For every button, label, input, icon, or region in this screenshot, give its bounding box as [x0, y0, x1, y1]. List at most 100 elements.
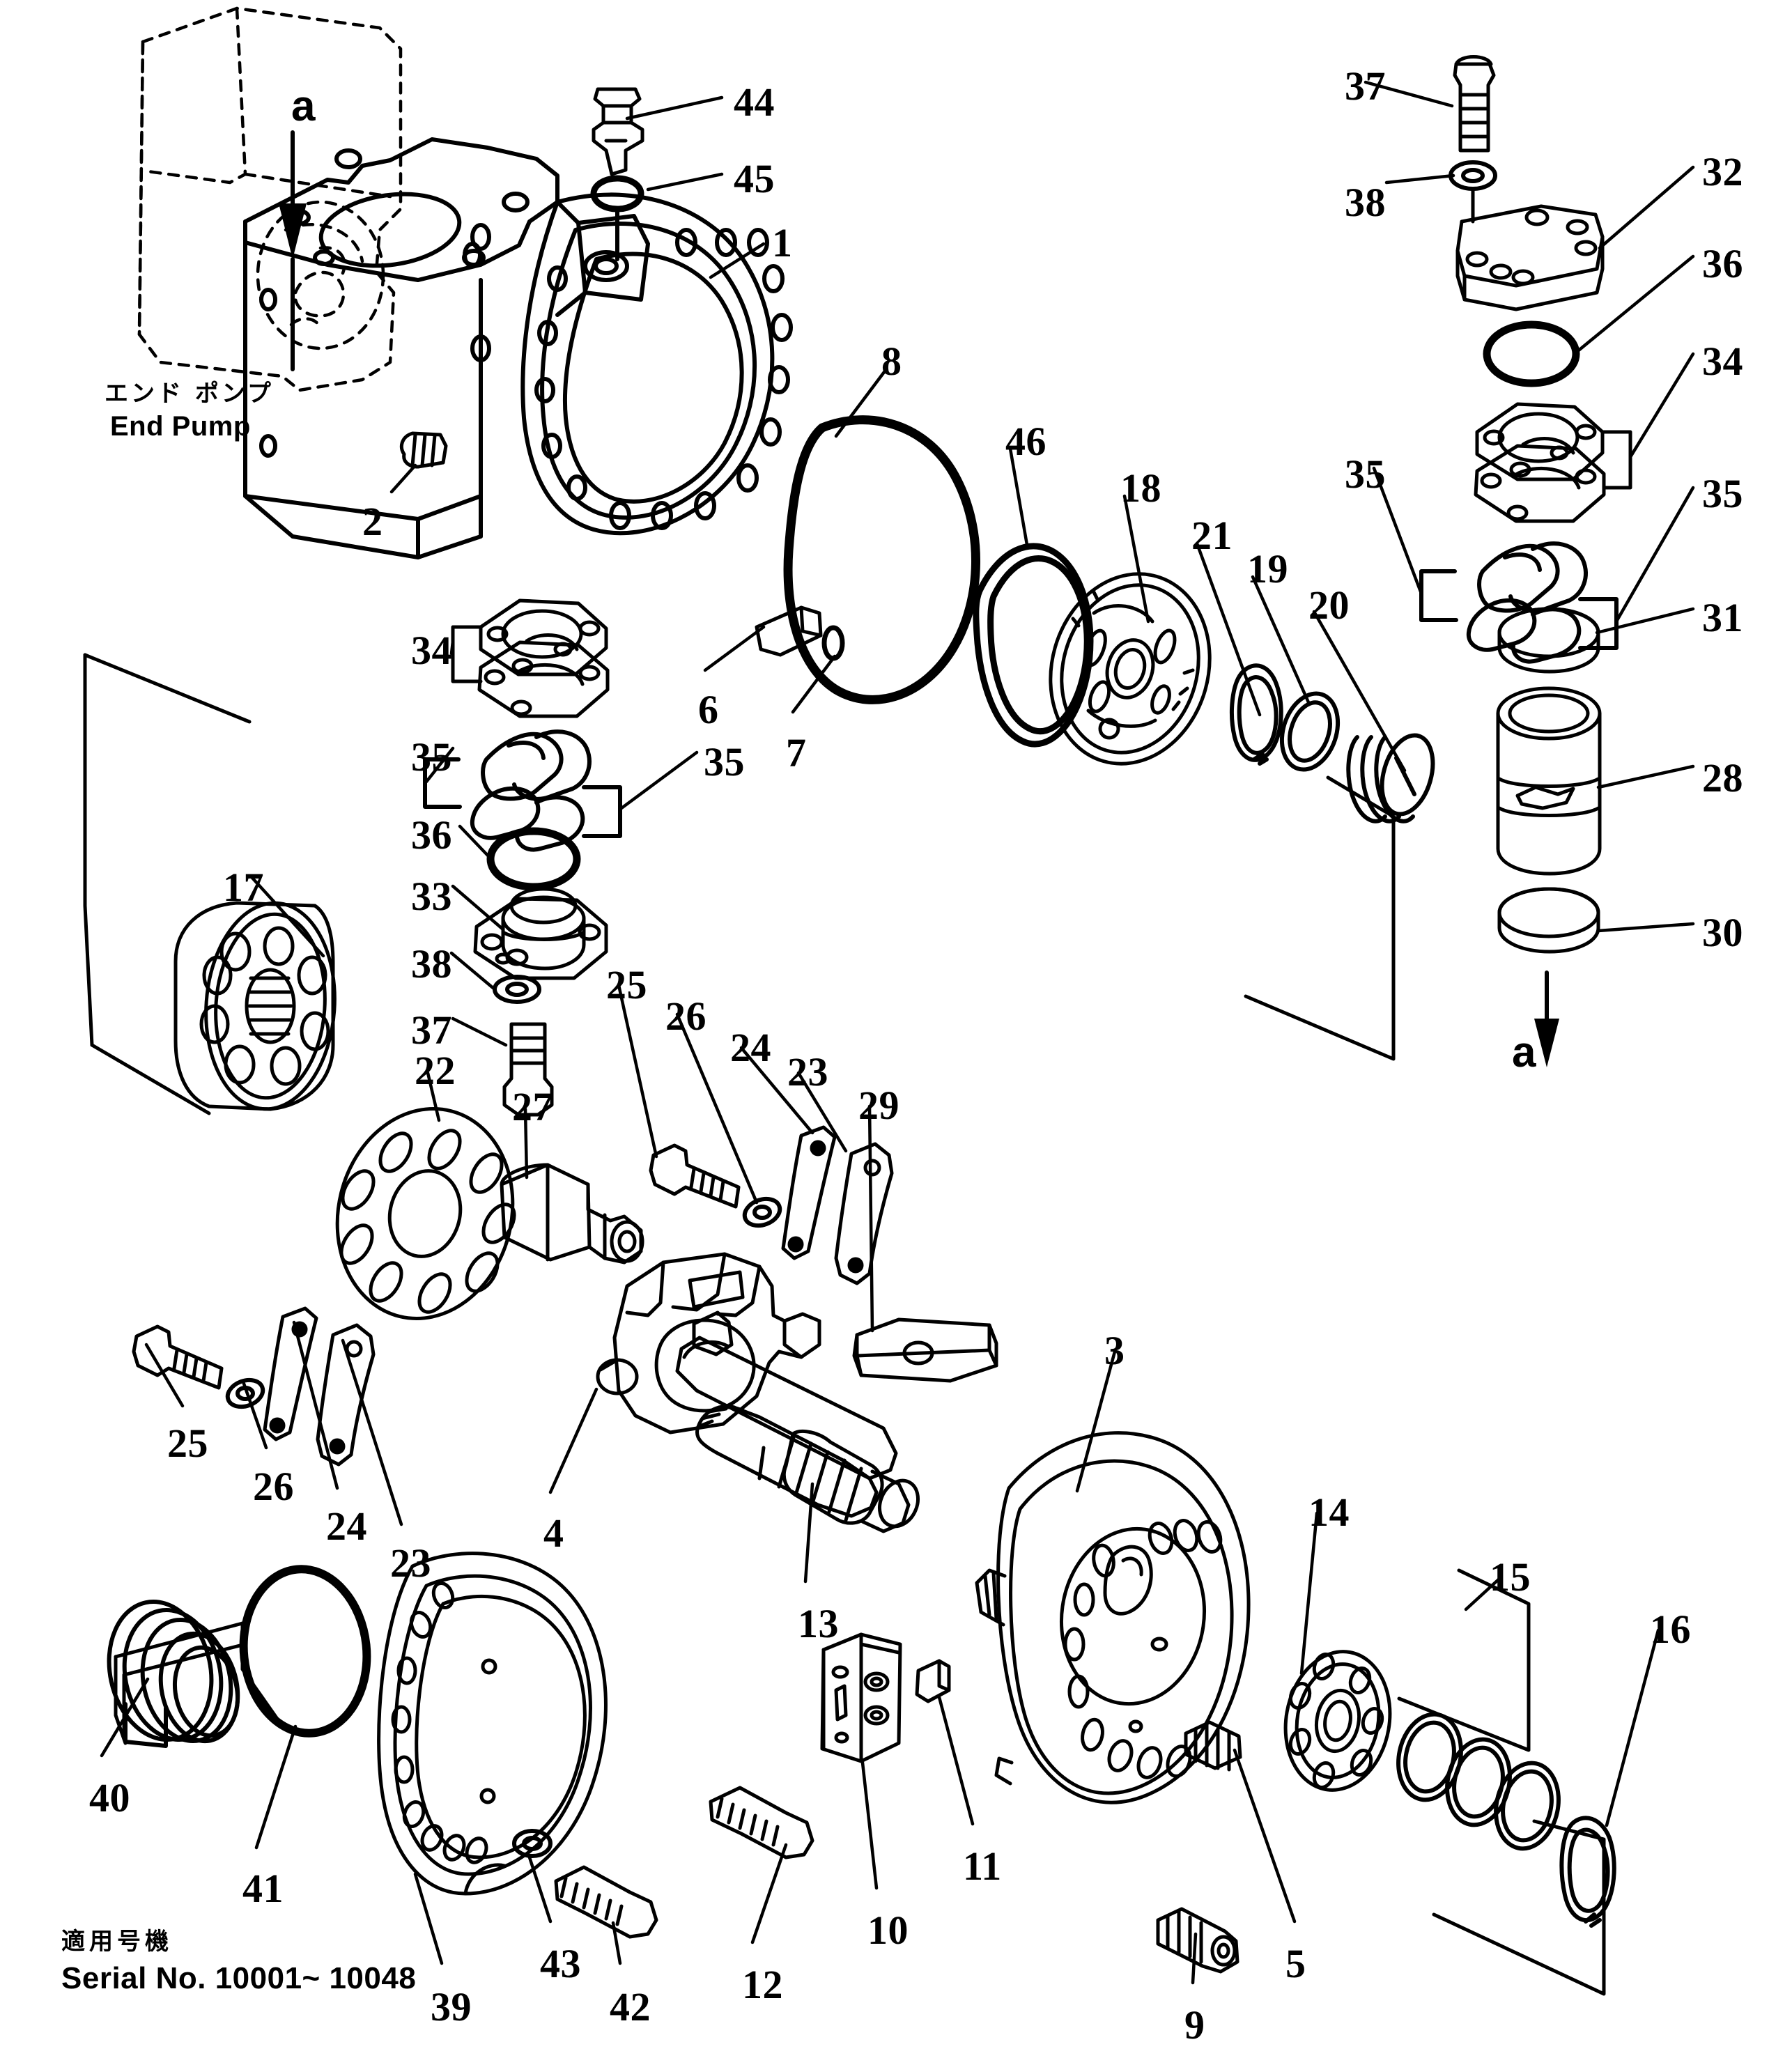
part-number-callout: 46 [1005, 419, 1046, 464]
part-13-drive-shaft [675, 1310, 920, 1533]
part-number-callout: 44 [734, 79, 775, 125]
part-24-shoe-retainer-upper [781, 1125, 837, 1260]
part-42-bolt [554, 1865, 658, 1939]
part-number-callout: 5 [1285, 1941, 1306, 1986]
part-number-callout: 45 [734, 156, 775, 201]
section-a-arrow-top [279, 130, 307, 371]
part-12-bolt [709, 1786, 814, 1859]
leader-lines [100, 80, 1695, 1985]
part-number-callout: 26 [253, 1464, 294, 1509]
part-19-ring [1279, 691, 1341, 772]
part-26-washer-upper [742, 1196, 782, 1228]
part-34-valve-body-left [451, 598, 610, 718]
bracket-20-right [1244, 775, 1396, 1061]
part-8-gasket [783, 415, 980, 704]
part-14-bearing [1283, 1650, 1392, 1792]
part-39-rear-cover [377, 1552, 608, 1896]
part-number-callout: 24 [730, 1025, 771, 1070]
part-3-front-case [975, 1431, 1251, 1804]
part-38-washer-left [493, 975, 541, 1004]
part-number-callout: 17 [223, 865, 264, 910]
end-pump-caption-jp: エンド ポンプ [105, 380, 274, 408]
part-number-callout: 35 [411, 734, 452, 780]
section-marker: a [1512, 1028, 1536, 1076]
part-number-callout: 6 [698, 687, 719, 732]
part-28-piston-sleeve [1496, 686, 1602, 876]
part-number-callout: 13 [798, 1601, 839, 1646]
serial-caption-jp: 適用号機 [61, 1928, 173, 1956]
part-22-shoe-plate [335, 1106, 516, 1321]
part-number-callout: 22 [415, 1048, 456, 1093]
part-number-callout: 12 [742, 1962, 783, 2007]
end-pump-caption-en: End Pump [110, 411, 251, 442]
section-a-arrow-bottom [1534, 970, 1559, 1067]
part-number-callout: 10 [867, 1908, 909, 1953]
part-number-callout: 28 [1702, 755, 1743, 801]
part-number-callout: 38 [411, 941, 452, 987]
part-number-callout: 34 [1702, 339, 1743, 384]
part-number-callout: 35 [1702, 471, 1743, 516]
part-number-callout: 3 [1104, 1328, 1125, 1373]
part-25-bolt-lower [132, 1324, 224, 1390]
section-marker: a [291, 82, 316, 130]
part-23-link-upper [834, 1142, 894, 1285]
part-number-callout: 40 [89, 1775, 130, 1820]
part-7-oring [821, 625, 845, 661]
part-44-plug [592, 87, 644, 176]
part-35-seal-set-upper-right [1419, 541, 1619, 664]
part-5-stud [1184, 1720, 1242, 1772]
part-number-callout: 25 [606, 962, 647, 1007]
part-number-callout: 18 [1120, 465, 1161, 511]
part-number-callout: 41 [242, 1866, 284, 1911]
part-number-callout: 21 [1191, 513, 1233, 558]
part-38-washer-upper-right [1449, 160, 1497, 191]
part-number-callout: 19 [1247, 546, 1288, 591]
part-18-valve-plate [1049, 572, 1212, 766]
part-36-oring-upper-right [1483, 320, 1580, 387]
part-number-callout: 25 [167, 1421, 208, 1466]
part-number-callout: 38 [1345, 180, 1386, 225]
part-number-callout: 32 [1702, 149, 1743, 194]
part-number-callout: 16 [1650, 1607, 1691, 1652]
part-30-plug-cap [1497, 887, 1600, 954]
part-number-callout: 1 [772, 220, 793, 265]
part-number-callout: 35 [704, 739, 745, 784]
part-number-callout: 39 [431, 1984, 472, 2029]
part-36-oring-left [486, 827, 581, 891]
part-10-servo-block [820, 1632, 902, 1763]
part-number-callout: 23 [390, 1540, 431, 1586]
part-46-ring [973, 543, 1094, 748]
part-number-callout: 15 [1490, 1554, 1531, 1600]
part-number-callout: 14 [1308, 1490, 1350, 1535]
part-number-callout: 8 [881, 339, 902, 384]
part-26-washer-lower [225, 1377, 265, 1409]
part-number-callout: 7 [786, 730, 807, 775]
part-40-seal-set [107, 1600, 240, 1748]
part-number-callout: 11 [963, 1843, 1002, 1889]
part-number-callout: 20 [1308, 582, 1350, 628]
part-43-washer [512, 1829, 553, 1858]
part-25-bolt-upper [649, 1143, 741, 1209]
part-33-flange-left [473, 887, 608, 980]
part-32-cover-plate [1455, 204, 1605, 311]
part-number-callout: 27 [512, 1084, 553, 1129]
part-9-stud [1156, 1907, 1239, 1974]
part-number-callout: 36 [411, 812, 452, 858]
part-number-callout: 37 [1345, 63, 1386, 109]
part-21-snap-ring [1230, 663, 1283, 766]
part-41-oring [239, 1565, 371, 1738]
bracket-17-left [83, 653, 252, 1115]
part-number-callout: 4 [543, 1510, 564, 1556]
part-number-callout: 26 [665, 993, 706, 1039]
part-11-pin [915, 1659, 951, 1703]
part-number-callout: 31 [1702, 595, 1743, 640]
part-20-spring [1346, 733, 1435, 823]
part-15-shim-rings [1396, 1712, 1561, 1851]
part-number-callout: 35 [1345, 451, 1386, 497]
part-number-callout: 9 [1184, 2002, 1205, 2048]
part-4-swash-plate [596, 1252, 821, 1434]
part-37-bolt-left [502, 1022, 554, 1117]
part-number-callout: 36 [1702, 241, 1743, 286]
